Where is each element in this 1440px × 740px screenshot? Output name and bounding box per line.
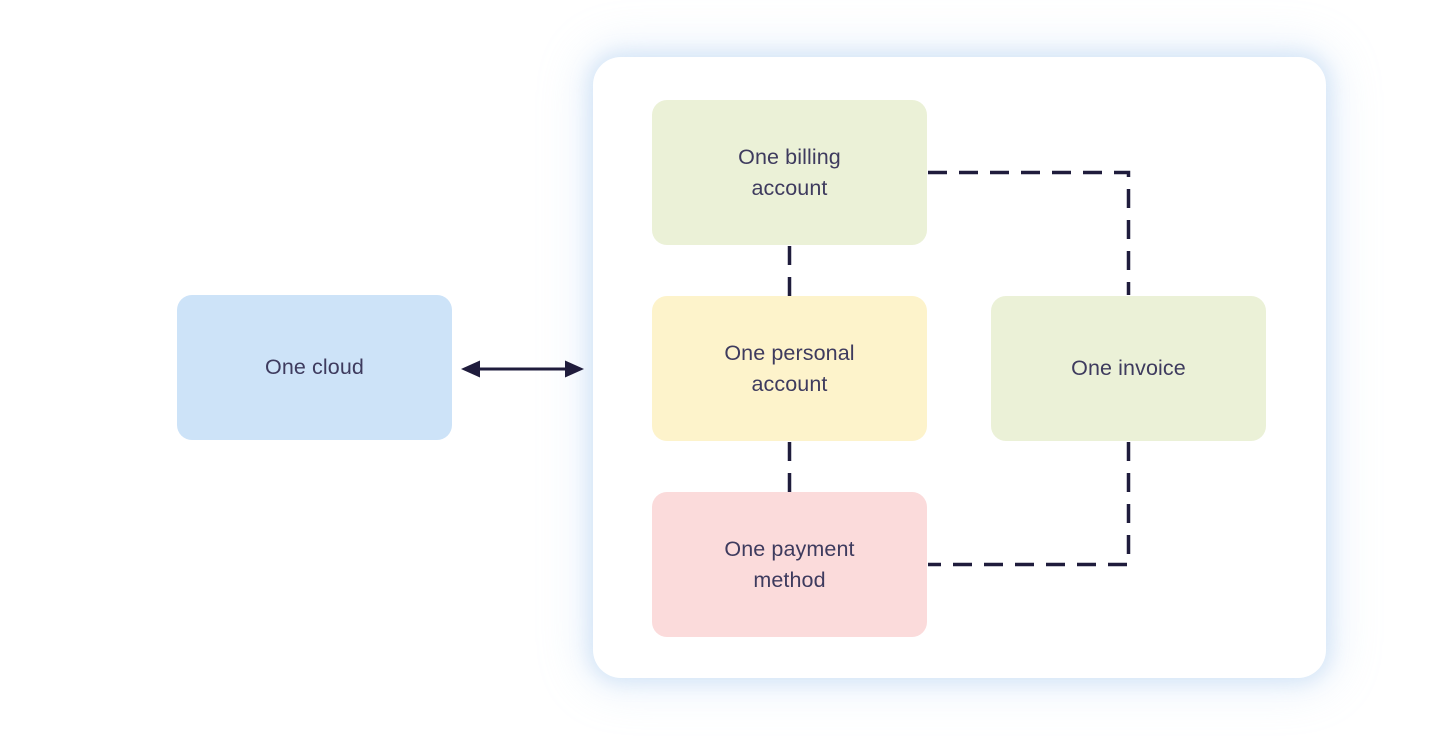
node-one-billing-account-label: One billing account xyxy=(738,144,841,200)
node-one-invoice: One invoice xyxy=(991,296,1266,441)
node-one-payment-method: One payment method xyxy=(652,492,927,637)
arrow-right-head-icon xyxy=(565,360,584,378)
node-one-invoice-label: One invoice xyxy=(1071,356,1186,380)
node-one-billing-account: One billing account xyxy=(652,100,927,245)
arrow-left-head-icon xyxy=(461,360,480,378)
node-one-personal-account-label: One personal account xyxy=(724,340,855,396)
node-one-cloud: One cloud xyxy=(177,295,452,440)
node-one-personal-account: One personal account xyxy=(652,296,927,441)
node-one-cloud-label: One cloud xyxy=(265,355,364,379)
node-one-payment-method-label: One payment method xyxy=(724,536,855,592)
